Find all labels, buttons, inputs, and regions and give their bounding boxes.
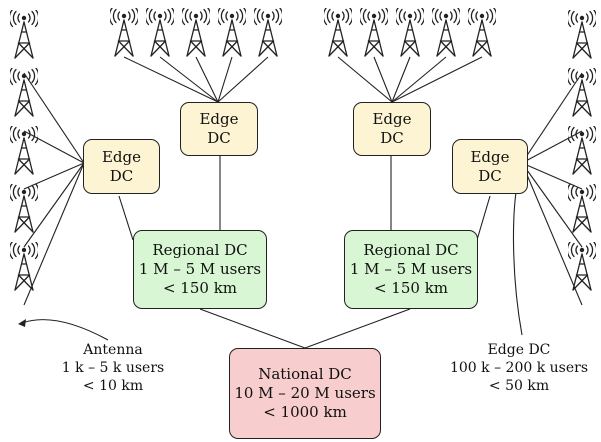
antenna-caption-range: < 10 km bbox=[82, 378, 144, 394]
antenna-tower-icon bbox=[396, 8, 424, 57]
regional-dc-title: Regional DC bbox=[363, 241, 459, 259]
national-dc-title: National DC bbox=[258, 365, 352, 383]
national-dc: National DC 10 M – 20 M users < 1000 km bbox=[229, 348, 381, 439]
antenna-tower-icon bbox=[10, 68, 38, 117]
antenna-tower-icon bbox=[568, 68, 596, 117]
edge-dc-left: Edge DC bbox=[83, 139, 160, 194]
national-dc-range: < 1000 km bbox=[263, 403, 347, 421]
edge-dc-caption-range: < 50 km bbox=[488, 378, 550, 394]
edge-dc-label-line2: DC bbox=[207, 129, 231, 147]
antenna-tower-icon bbox=[218, 8, 246, 57]
regional-dc-range: < 150 km bbox=[373, 279, 449, 297]
antenna-tower-icon bbox=[324, 8, 352, 57]
antenna-tower-icon bbox=[360, 8, 388, 57]
edge-dc-top-right: Edge DC bbox=[353, 102, 431, 156]
national-dc-users: 10 M – 20 M users bbox=[234, 384, 376, 402]
edge-dc-caption-title: Edge DC bbox=[487, 342, 551, 358]
antenna-tower-icon bbox=[568, 242, 596, 291]
regional-dc-left: Regional DC 1 M – 5 M users < 150 km bbox=[133, 230, 267, 309]
edge-dc-top-left: Edge DC bbox=[180, 102, 258, 156]
antenna-caption: Antenna 1 k – 5 k users < 10 km bbox=[46, 341, 180, 395]
antenna-tower-icon bbox=[432, 8, 460, 57]
antenna-tower-icon bbox=[568, 184, 596, 233]
edge-dc-label-line1: Edge bbox=[372, 110, 412, 128]
antenna-tower-icon bbox=[10, 184, 38, 233]
link-regional-right-edge-right bbox=[476, 195, 491, 241]
edge-annotation-arrow bbox=[512, 179, 523, 336]
antenna-tower-icon bbox=[254, 8, 282, 57]
regional-dc-title: Regional DC bbox=[152, 241, 248, 259]
antenna-caption-title: Antenna bbox=[83, 342, 143, 358]
antenna-tower-icon bbox=[146, 8, 174, 57]
edge-dc-caption: Edge DC 100 k – 200 k users < 50 km bbox=[437, 341, 601, 395]
edge-dc-label-line1: Edge bbox=[101, 147, 142, 166]
link-national-regional-right bbox=[304, 308, 411, 349]
antenna-tower-icon bbox=[10, 126, 38, 175]
antenna-arrowhead-icon bbox=[18, 319, 26, 327]
edge-dc-label-line2: DC bbox=[380, 129, 404, 147]
edge-dc-label-line2: DC bbox=[478, 166, 502, 185]
antenna-tower-icon bbox=[10, 10, 38, 59]
link-regional-left-edge-left bbox=[118, 195, 134, 241]
edge-dc-label-line2: DC bbox=[109, 166, 134, 185]
antenna-annotation-arrow bbox=[21, 319, 109, 341]
antenna-tower-icon bbox=[568, 10, 596, 59]
antenna-tower-icon bbox=[10, 242, 38, 291]
antenna-tower-icon bbox=[182, 8, 210, 57]
antenna-tower-icon bbox=[468, 8, 496, 57]
regional-dc-users: 1 M – 5 M users bbox=[349, 260, 473, 278]
regional-dc-users: 1 M – 5 M users bbox=[138, 260, 262, 278]
edge-dc-caption-users: 100 k – 200 k users bbox=[449, 360, 589, 376]
antenna-tower-icon bbox=[568, 126, 596, 175]
edge-dc-label-line1: Edge bbox=[470, 147, 510, 166]
link-national-regional-left bbox=[199, 308, 306, 349]
regional-dc-right: Regional DC 1 M – 5 M users < 150 km bbox=[344, 230, 478, 309]
edge-dc-right: Edge DC bbox=[452, 139, 528, 194]
antenna-tower-icon bbox=[110, 8, 138, 57]
antenna-caption-users: 1 k – 5 k users bbox=[61, 360, 165, 376]
regional-dc-range: < 150 km bbox=[162, 279, 238, 297]
edge-dc-label-line1: Edge bbox=[199, 110, 239, 128]
